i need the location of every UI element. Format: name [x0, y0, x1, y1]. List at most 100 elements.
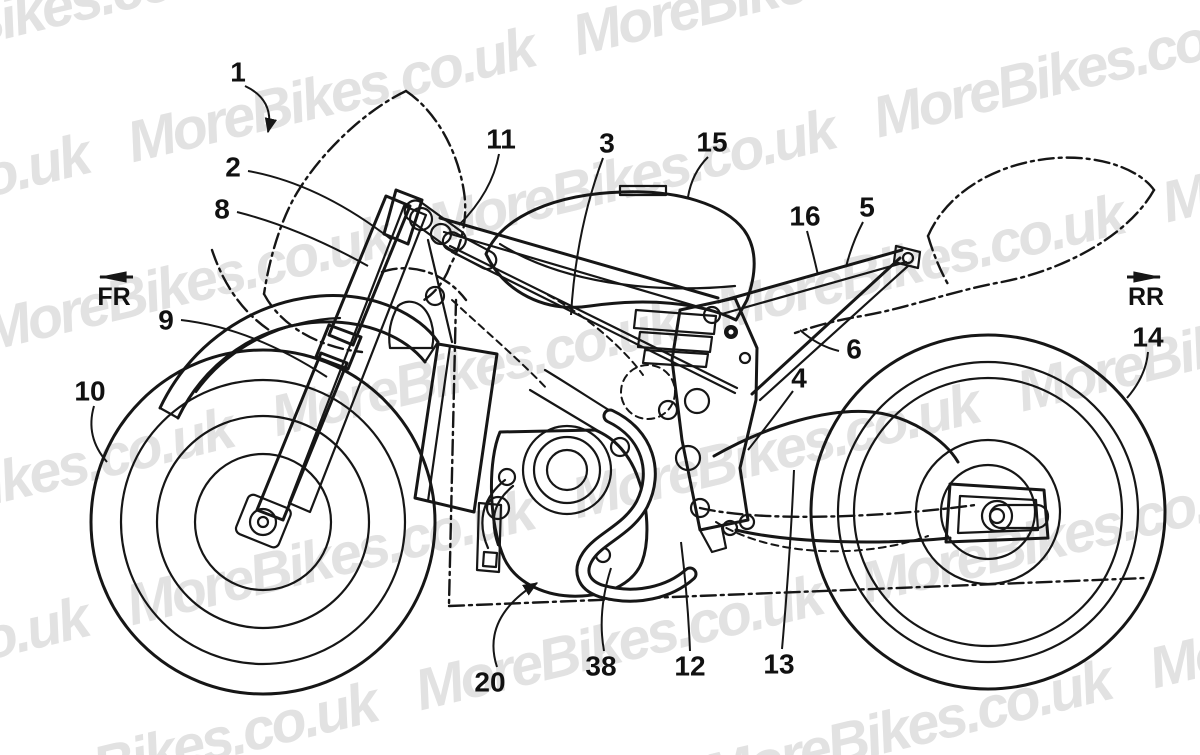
swingarm-end-plate — [944, 482, 1050, 544]
rear-tire-inner — [836, 360, 1140, 664]
subframe-end-bolt — [901, 251, 915, 265]
hidden-airbox-line — [547, 294, 644, 376]
exhaust-pipe-bore — [578, 411, 695, 600]
callout-13: 13 — [763, 469, 795, 680]
leader-line — [570, 157, 604, 316]
front-body-split-line — [447, 298, 458, 606]
callout-label: 8 — [214, 194, 230, 225]
tank-mount-dot-center — [728, 329, 734, 335]
callout-11: 11 — [458, 124, 516, 226]
rear-axle — [980, 499, 1014, 533]
fender-outer-edge — [158, 294, 440, 410]
subframe-tube-upper-a — [716, 248, 904, 304]
leader-line — [845, 221, 864, 268]
callout-8: 8 — [214, 194, 369, 267]
pivot-plate — [670, 296, 759, 532]
fuel-tank — [484, 184, 756, 369]
callout-label: 16 — [789, 201, 820, 232]
lower-bracket — [475, 501, 503, 574]
fork-upper-tube — [327, 194, 412, 347]
tail-cowl-bottom — [793, 188, 1156, 335]
cylinder-line — [528, 388, 602, 434]
callout-label: 4 — [791, 363, 807, 394]
callout-9: 9 — [158, 305, 328, 378]
rr-label: RR — [1128, 283, 1164, 311]
callout-label: 3 — [599, 128, 615, 159]
muffler-hidden-outline — [715, 521, 929, 553]
frame-brace-a — [448, 244, 739, 390]
fr-label: FR — [97, 283, 130, 311]
rear-wheel — [809, 333, 1167, 691]
swingarm-end-inner — [956, 494, 1040, 535]
callout-12: 12 — [674, 541, 706, 682]
fender-tip-rear — [423, 340, 440, 364]
bodywork-dashed-outlines — [210, 89, 1156, 608]
callout-5: 5 — [845, 192, 875, 268]
engine-bolt-1 — [485, 495, 511, 521]
callout-3: 3 — [570, 128, 615, 316]
callout-2: 2 — [225, 152, 393, 241]
leader-line — [806, 230, 819, 276]
callout-20: 20 — [474, 582, 539, 698]
callout-14: 14 — [1126, 322, 1164, 399]
frame-hole-2 — [657, 399, 679, 421]
chain-line — [698, 503, 977, 518]
clutch-cover-mid — [532, 435, 602, 505]
rear-hub-outer — [914, 438, 1062, 586]
steering-stem-nut — [408, 206, 434, 232]
tank-outline — [484, 190, 756, 322]
coolant-hose-outer — [481, 478, 507, 550]
fender-inner-edge — [176, 320, 427, 420]
radiator — [413, 342, 517, 574]
callout-label: 10 — [74, 376, 105, 407]
callout-10: 10 — [74, 376, 108, 463]
airbox-plate-2 — [636, 330, 714, 354]
frame-hole-5 — [738, 513, 756, 531]
radiator-body — [413, 342, 499, 514]
rear-direction: RR — [1127, 271, 1164, 311]
direction-indicators: FR RR — [97, 271, 1164, 311]
front-tire-inner — [119, 378, 407, 666]
radiator-inner-line — [426, 344, 452, 503]
airbox-plate-3 — [641, 348, 710, 369]
engine-bolt-3 — [609, 436, 631, 458]
callout-4: 4 — [747, 363, 807, 451]
callout-label: 14 — [1132, 322, 1164, 353]
subframe — [716, 244, 922, 402]
exhaust — [575, 408, 698, 603]
rear-tire-outer — [809, 333, 1167, 691]
leader-line — [247, 170, 393, 241]
front-direction: FR — [97, 271, 133, 311]
rear-axle-center — [988, 507, 1006, 525]
clutch-cover-outer — [521, 424, 613, 516]
subframe-end-cap — [892, 244, 922, 270]
front-tire-outer — [89, 348, 437, 696]
tail-cowl-front — [926, 234, 951, 288]
front-rim — [155, 414, 371, 630]
rear-hub-inner — [939, 463, 1037, 561]
callout-15: 15 — [687, 127, 728, 198]
steering-head-tube — [382, 188, 424, 246]
frame-hole-3 — [689, 497, 711, 519]
frame — [426, 216, 759, 554]
leader-line — [492, 582, 539, 668]
leader-line — [687, 156, 709, 198]
leader-line — [244, 85, 278, 134]
callout-label: 2 — [225, 152, 241, 183]
subframe-tube-lower-b — [758, 264, 910, 402]
front-axle-center — [256, 515, 270, 529]
leader-line — [600, 567, 612, 652]
hidden-duct-line — [451, 299, 549, 391]
filler-cap — [618, 184, 668, 197]
callout-label: 11 — [486, 124, 516, 155]
tank-crease — [498, 242, 737, 290]
callout-16: 16 — [789, 201, 821, 276]
callout-label: 20 — [474, 667, 505, 698]
subframe-tube-lower-a — [750, 256, 902, 396]
frame-downtube — [426, 238, 454, 344]
leader-line — [680, 541, 691, 652]
underbody-baseline — [447, 576, 1148, 608]
tail-cowl-top — [926, 156, 1156, 238]
